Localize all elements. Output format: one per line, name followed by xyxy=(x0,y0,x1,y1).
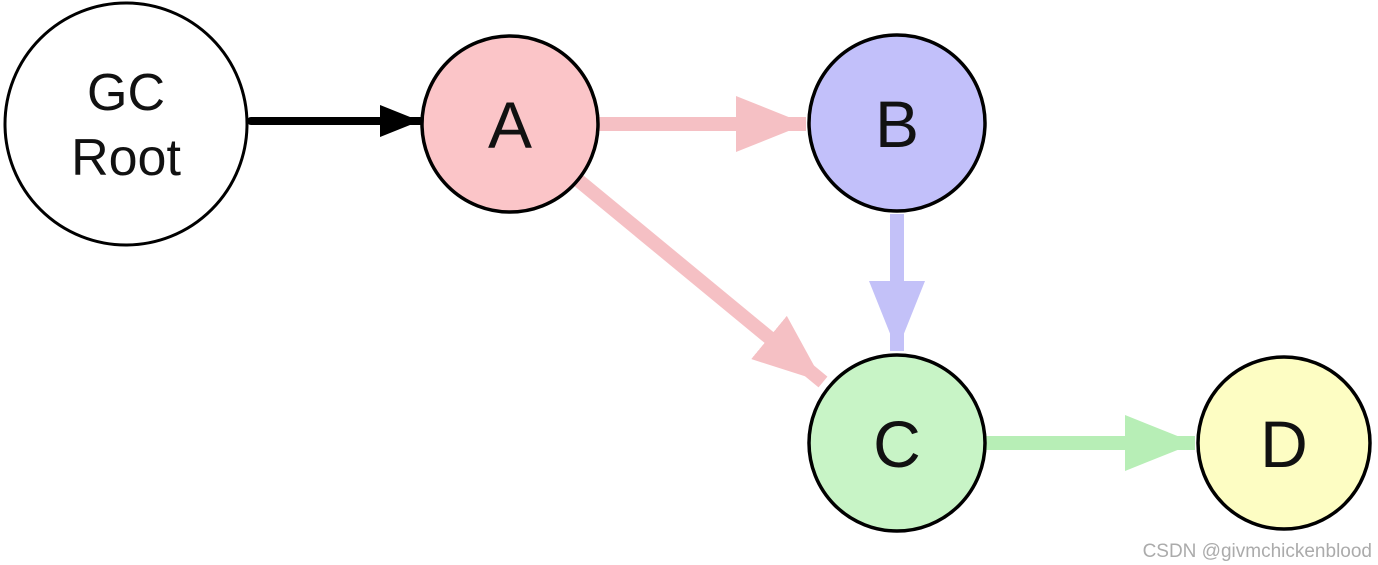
node-c-circle xyxy=(807,353,987,533)
node-b-label: B xyxy=(875,87,919,161)
node-a: A xyxy=(420,34,600,214)
node-a-circle xyxy=(420,34,600,214)
node-c-label: C xyxy=(873,407,921,481)
node-a-label: A xyxy=(488,88,532,162)
node-d-circle xyxy=(1196,355,1372,531)
edge-a-to-c xyxy=(573,174,828,388)
node-gc-root-circle xyxy=(3,1,249,247)
node-c: C xyxy=(807,353,987,533)
node-gc-root: GC Root xyxy=(3,1,249,247)
node-d: D xyxy=(1196,355,1372,531)
node-gc-root-label-line1: GC xyxy=(87,64,165,122)
node-gc-root-label-line2: Root xyxy=(71,129,181,187)
watermark-text: CSDN @givmchickenblood xyxy=(1143,541,1372,562)
node-b: B xyxy=(807,33,987,213)
node-b-circle xyxy=(807,33,987,213)
node-d-label: D xyxy=(1260,407,1308,481)
